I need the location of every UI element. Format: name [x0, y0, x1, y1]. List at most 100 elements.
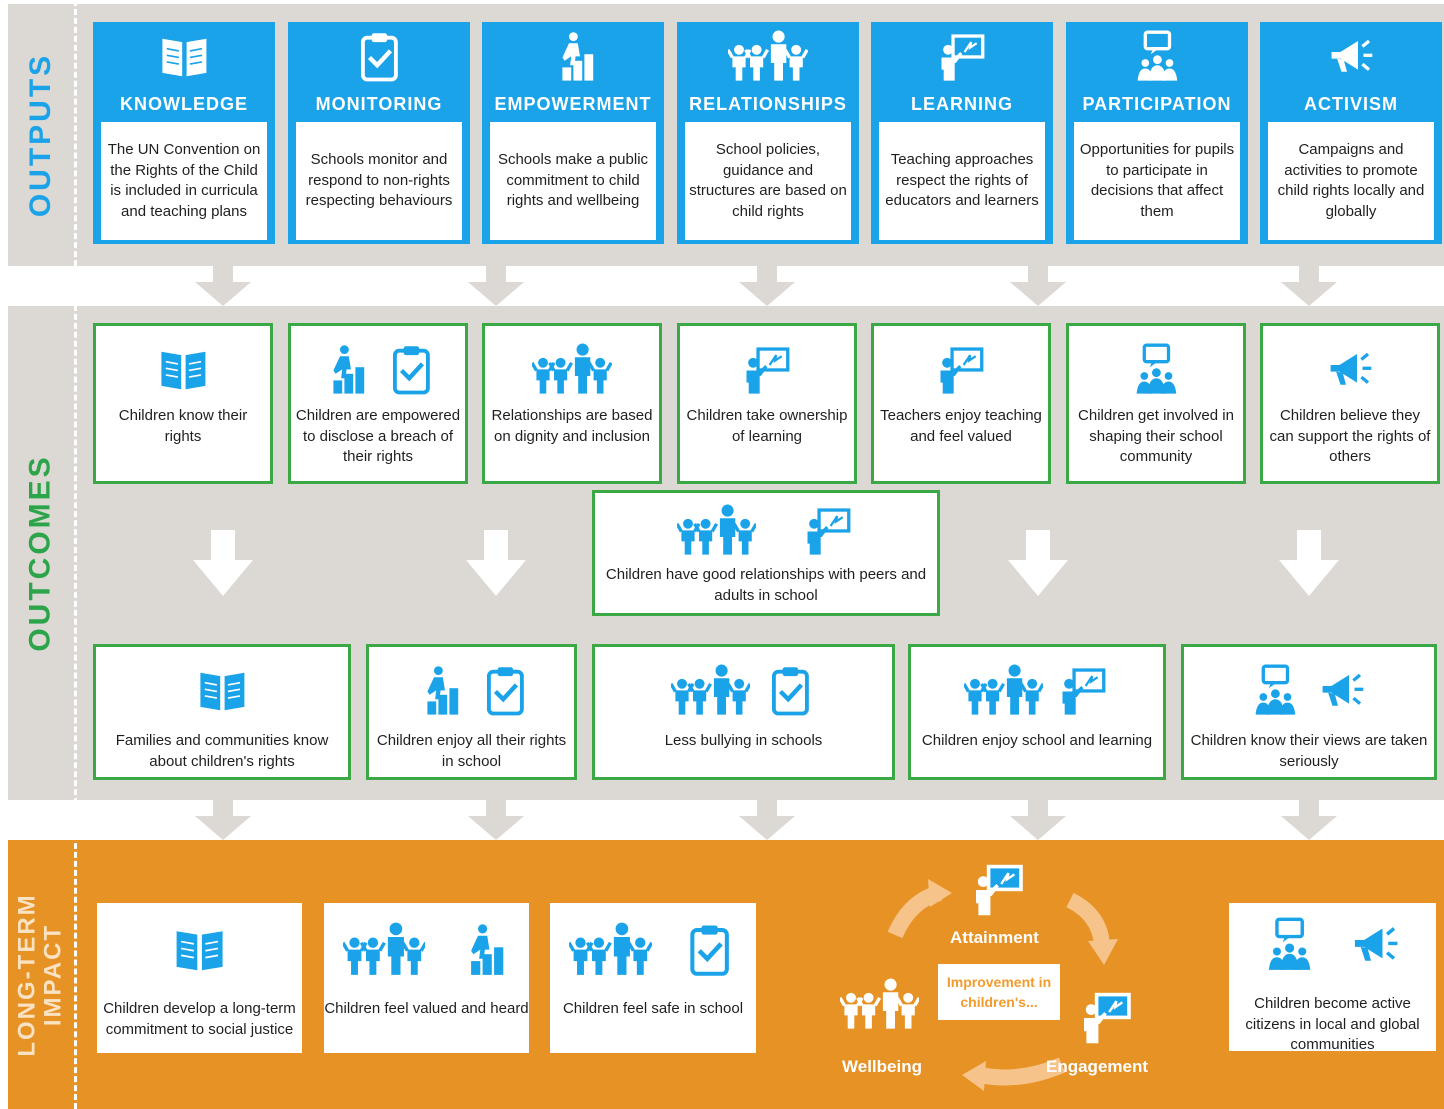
outputs-section-label: OUTPUTS — [24, 52, 57, 218]
icon-row — [532, 338, 612, 396]
speech-group-icon — [1136, 343, 1176, 394]
outcome-box: Less bullying in schools — [592, 644, 895, 780]
outcome-text: Families and communities know about chil… — [115, 732, 329, 770]
speech-group-icon — [1137, 30, 1177, 81]
outcome-box: Children are empowered to disclose a bre… — [288, 323, 468, 484]
family-group-icon — [569, 922, 652, 975]
speech-group-icon — [1269, 917, 1311, 970]
icon-row — [1130, 338, 1183, 396]
output-header: PARTICIPATION — [1066, 22, 1248, 122]
output-description: The UN Convention on the Rights of the C… — [101, 122, 267, 240]
clipboard-check-icon — [486, 667, 524, 716]
icon-row — [342, 917, 511, 977]
output-description: Campaigns and activities to promote chil… — [1268, 122, 1434, 240]
output-header: ACTIVISM — [1260, 22, 1442, 122]
output-title: RELATIONSHIPS — [689, 94, 847, 114]
icon-row — [157, 338, 210, 396]
climbing-steps-icon — [561, 32, 593, 81]
impact-box: Children feel safe in school — [550, 903, 756, 1053]
flow-arrow — [1279, 530, 1339, 601]
cycle-label-attainment: Attainment — [950, 928, 1039, 947]
impact-text: Children develop a long-term commitment … — [103, 1000, 296, 1038]
output-title: EMPOWERMENT — [494, 94, 652, 114]
output-column-participation: PARTICIPATION Opportunities for pupils to… — [1066, 22, 1248, 244]
output-icon-wrap — [482, 30, 664, 83]
output-description: Opportunities for pupils to participate … — [1074, 122, 1240, 240]
output-header: RELATIONSHIPS — [677, 22, 859, 122]
flow-arrow — [1279, 800, 1339, 845]
flow-arrow — [193, 266, 253, 311]
outcome-box: Children believe they can support the ri… — [1260, 323, 1440, 484]
output-header: EMPOWERMENT — [482, 22, 664, 122]
speech-group-icon — [1255, 664, 1296, 715]
book-icon — [160, 352, 205, 390]
output-description: Schools make a public commitment to chil… — [490, 122, 656, 240]
outcome-box-good-relationships: Children have good relationships with pe… — [592, 490, 940, 616]
outcome-box: Teachers enjoy teaching and feel valued — [871, 323, 1051, 484]
icon-row — [569, 917, 737, 977]
megaphone-icon — [1331, 39, 1372, 72]
flow-arrow — [466, 266, 526, 311]
cycle-label-engagement: Engagement — [1046, 1057, 1149, 1076]
output-description: Schools monitor and respond to non-right… — [296, 122, 462, 240]
outcome-box: Children enjoy school and learning — [908, 644, 1166, 780]
output-column-knowledge: KNOWLEDGE The UN Convention on the Rights… — [93, 22, 275, 244]
cycle-icon — [970, 860, 1028, 923]
icon-row — [670, 659, 817, 717]
output-header: MONITORING — [288, 22, 470, 122]
outcome-text: Teachers enjoy teaching and feel valued — [880, 407, 1042, 445]
outcome-text: Children get involved in shaping their s… — [1078, 407, 1234, 465]
outcome-text: Less bullying in schools — [664, 732, 823, 749]
output-icon-wrap — [677, 30, 859, 83]
outcome-box: Children enjoy all their rights in schoo… — [366, 644, 577, 780]
book-icon — [161, 38, 206, 77]
icon-row — [964, 659, 1110, 717]
output-icon-wrap — [871, 30, 1053, 83]
output-icon-wrap — [93, 30, 275, 83]
output-title: PARTICIPATION — [1082, 94, 1232, 114]
flow-arrow — [1008, 266, 1068, 311]
output-description: Teaching approaches respect the rights o… — [879, 122, 1045, 240]
clipboard-check-icon — [771, 667, 809, 716]
cycle-icon — [838, 978, 921, 1036]
output-icon-wrap — [1260, 30, 1442, 83]
family-group-icon — [532, 343, 612, 394]
output-icon-wrap — [288, 30, 470, 83]
climbing-steps-icon — [427, 666, 458, 715]
outcome-text: Children know their views are taken seri… — [1190, 732, 1428, 770]
book-icon — [176, 931, 223, 971]
family-group-icon — [838, 978, 921, 1029]
output-column-empowerment: EMPOWERMENT Schools make a public commitm… — [482, 22, 664, 244]
megaphone-icon — [1330, 352, 1371, 386]
section-divider — [74, 0, 77, 1109]
outcome-box: Children know their rights — [93, 323, 273, 484]
clipboard-check-icon — [690, 925, 729, 976]
impact-text: Children become active citizens in local… — [1245, 995, 1420, 1054]
flow-arrow — [1008, 800, 1068, 845]
output-title: KNOWLEDGE — [120, 94, 248, 114]
icon-row — [1262, 917, 1402, 972]
outcome-box: Children take ownership of learning — [677, 323, 857, 484]
outcome-text: Children enjoy all their rights in schoo… — [376, 732, 567, 770]
flow-arrow — [1279, 266, 1339, 311]
family-group-icon — [964, 664, 1044, 715]
clipboard-check-icon — [392, 346, 430, 395]
icon-row — [677, 499, 855, 557]
output-description: School policies, guidance and structures… — [685, 122, 851, 240]
outcome-box: Children get involved in shaping their s… — [1066, 323, 1246, 484]
outcome-text: Children have good relationships with pe… — [605, 566, 927, 604]
climbing-steps-icon — [471, 924, 504, 975]
teacher-board-icon — [940, 347, 983, 394]
icon-row — [1249, 659, 1369, 717]
teacher-board-icon — [1083, 992, 1131, 1044]
teacher-board-icon — [746, 347, 789, 394]
flow-arrow — [1008, 530, 1068, 601]
impact-box: Children develop a long-term commitment … — [97, 903, 302, 1053]
output-title: LEARNING — [911, 94, 1013, 114]
flow-arrow — [466, 530, 526, 601]
impact-box: Children become active citizens in local… — [1229, 903, 1436, 1053]
impact-text: Children feel safe in school — [562, 1000, 744, 1017]
output-header: KNOWLEDGE — [93, 22, 275, 122]
